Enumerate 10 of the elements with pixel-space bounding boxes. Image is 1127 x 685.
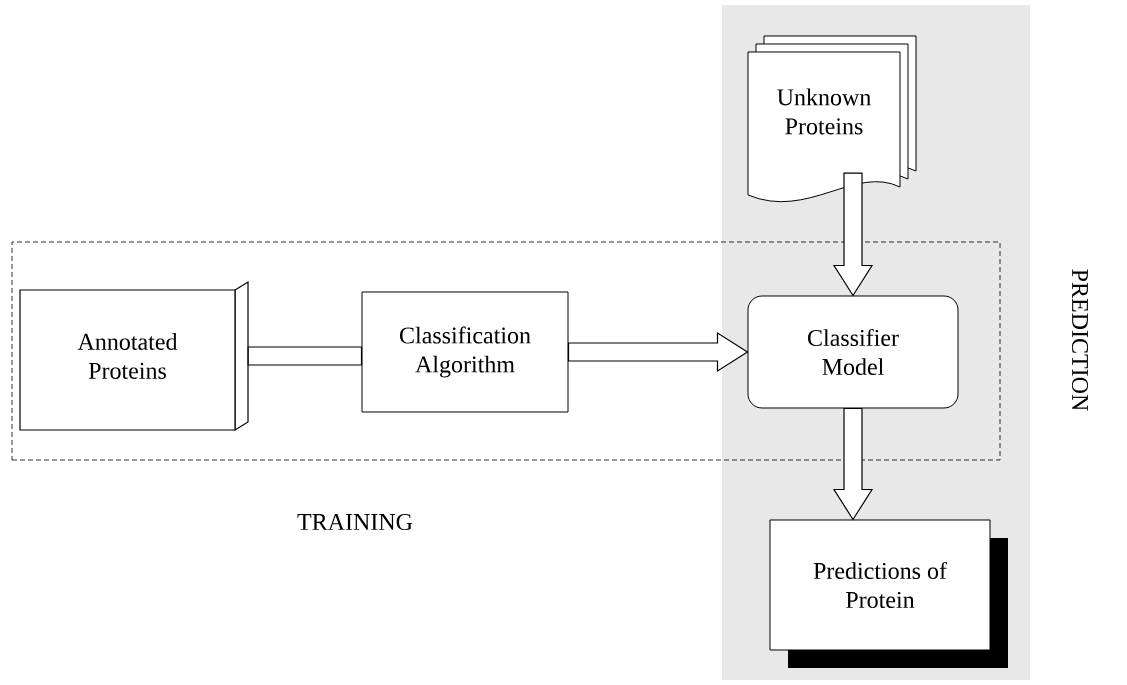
block-arrow — [567, 331, 749, 373]
block-arrow — [832, 172, 874, 297]
node-label: PREDICTION — [1071, 269, 1089, 411]
node-label: TRAINING — [297, 513, 413, 531]
model-box: Classifier Model — [747, 295, 959, 409]
output-box: Predictions of Protein — [769, 519, 1008, 668]
document-stack: Unknown Proteins — [747, 35, 917, 203]
block-arrow — [247, 346, 363, 366]
block-arrow — [832, 407, 874, 521]
process-box: Classification Algorithm — [361, 291, 569, 413]
